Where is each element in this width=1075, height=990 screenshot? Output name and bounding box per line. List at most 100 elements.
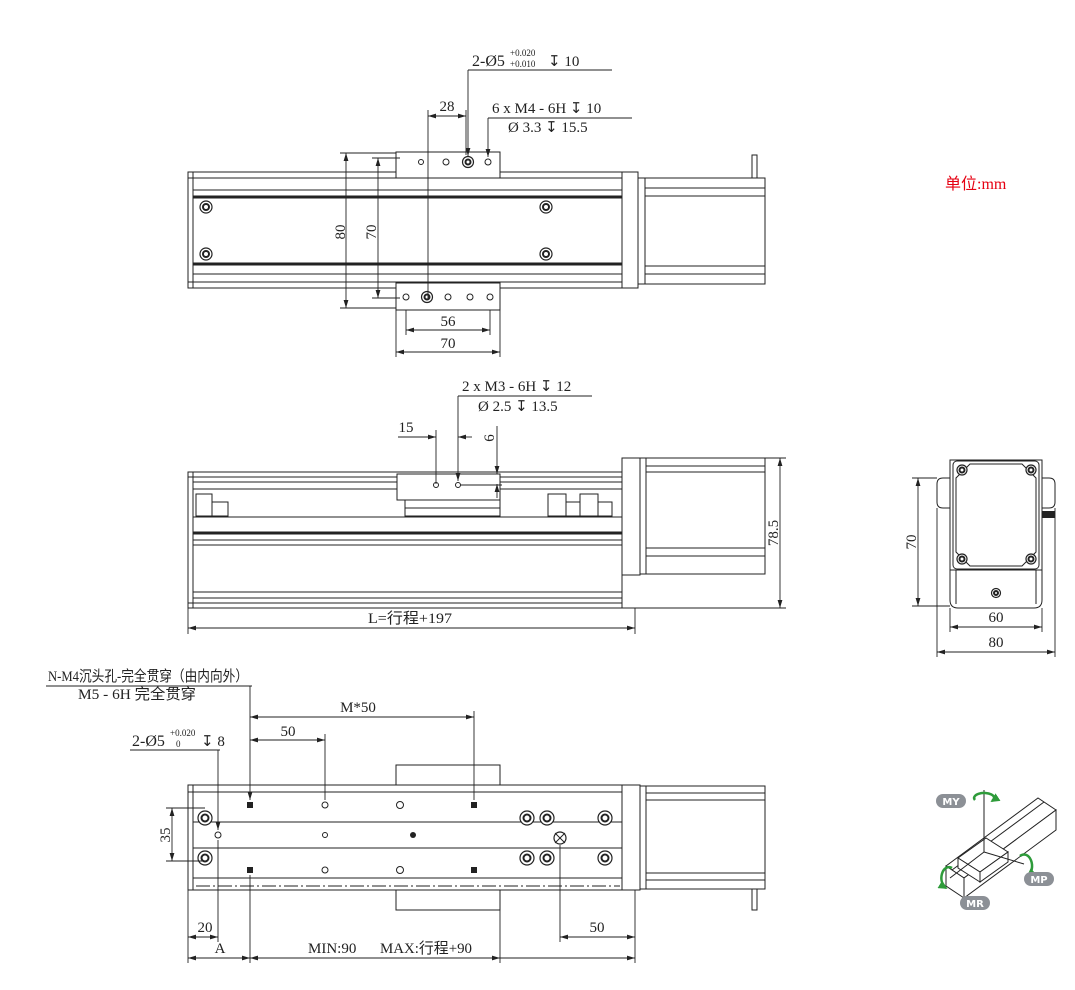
counterbore-spec-line1: N-M4沉头孔-完全贯穿（由内向外） [48,667,248,685]
bottom-view-counterbore-callout: N-M4沉头孔-完全贯穿（由内向外） M5 - 6H 完全贯穿 [46,667,253,800]
top-view-motor [621,154,766,289]
dim-end-height: 70 [904,535,920,550]
base-hole [990,587,1002,599]
dim-min-travel: MIN:90 [308,941,356,957]
thread-hole [471,802,477,808]
moment-pitch-label: MP [1030,875,1047,886]
badge-bg [936,794,966,808]
thread-hole [322,832,328,838]
top-view-body [187,171,623,289]
unit-label: 单位:mm [945,175,1007,193]
top-view-pin-callout: 2-Ø5 +0.020 +0.010 ↧ 10 [465,48,612,156]
counterbore-hole [519,810,535,826]
moment-yaw-label: MY [942,797,960,808]
top-view: 80 70 28 56 70 2-Ø5 +0.020 +0.010 ↧ 10 [187,48,766,357]
dim-hole-row-spacing: 35 [158,828,174,843]
dim-hole-offset: 28 [440,99,455,115]
mounting-hole [199,200,213,214]
top-view-mounting-holes [199,200,553,261]
top-view-carriage-plate-upper [395,151,501,179]
dim-max-travel: MAX:行程+90 [380,940,472,957]
motor-screw-hole [1025,464,1037,476]
dim-first-hole-offset: A [215,941,226,957]
counterbore-hole [197,850,213,866]
bottom-view-pin-callout: 2-Ø5 +0.020 0 ↧ 8 [130,728,225,830]
top-view-dimensions: 80 70 28 56 70 [333,99,501,357]
thread-hole [247,867,253,873]
cable-tab [751,888,758,911]
bottom-view-holes [197,801,613,874]
cable-tab [751,154,758,179]
pin-tol-upper: +0.020 [510,48,536,58]
end-view-profile [936,459,1056,609]
dim-pin-offset: 20 [198,920,213,936]
side-view: 2 x M3 - 6H ↧ 12 Ø 2.5 ↧ 13.5 15 6 78.5 … [187,379,786,634]
dim-overall-height: 78.5 [766,520,782,546]
dim-hole-spacing: 56 [441,314,457,330]
dim-hole-height: 6 [482,434,498,442]
counterbore-hole [539,850,555,866]
pin-spec: 2-Ø5 [472,53,505,70]
thread-hole [321,801,329,809]
thread-hole [396,866,404,874]
counterbore-spec-line2: M5 - 6H 完全贯穿 [78,685,196,703]
thread-spec-line1: 6 x M4 - 6H ↧ 10 [492,101,601,117]
motor-screw-hole [1025,553,1037,565]
pin-tol-lower: 0 [176,739,181,749]
moment-badge-yaw: MY [936,794,966,808]
thread-hole [455,482,461,488]
thread-spec-line1: 2 x M3 - 6H ↧ 12 [462,379,571,395]
dim-hole-offset: 15 [399,420,414,436]
cable-stub [1042,511,1055,518]
mounting-hole [539,200,553,214]
side-view-motor [621,457,766,576]
dim-base-width: 60 [989,610,1004,626]
pin-tol-lower: +0.010 [510,59,536,69]
moment-badge-roll: MR [960,896,990,910]
motor-screw-hole [956,464,968,476]
end-view-dimensions: 70 60 80 [904,477,1056,657]
moment-roll-label: MR [966,899,984,910]
moment-badge-pitch: MP [1024,872,1054,886]
badge-bg [1024,872,1054,886]
pin-hole [461,155,475,169]
counterbore-hole [597,810,613,826]
top-view-thread-callout: 6 x M4 - 6H ↧ 10 Ø 3.3 ↧ 15.5 [485,101,632,157]
thread-hole [247,802,253,808]
thread-hole [410,832,416,838]
dim-plate-length: 70 [441,336,456,352]
pin-depth: ↧ 8 [201,734,225,750]
pin-tol-upper: +0.020 [170,728,196,738]
dim-hole-pitch-total: M*50 [340,700,376,716]
bottom-view-motor [621,784,766,911]
pin-spec: 2-Ø5 [132,733,165,750]
counterbore-hole [197,810,213,826]
top-view-carriage-plate-lower [395,282,501,311]
moment-diagram: MY MP MR [936,790,1057,910]
motor-screw-hole [956,553,968,565]
side-view-carriage [396,473,501,517]
counterbore-hole [519,850,535,866]
moment-yaw-arrow [972,791,1001,803]
thread-hole [321,866,329,874]
dim-overall-length: L=行程+197 [368,610,453,627]
pin-hole [420,290,434,304]
thread-hole [471,867,477,873]
moment-axes [949,790,1025,879]
badge-bg [960,896,990,910]
dim-rail-width: 70 [364,225,380,240]
mounting-hole [539,247,553,261]
pin-depth: ↧ 10 [548,54,579,70]
bottom-view-dimensions: M*50 50 35 20 A MIN:90 MAX:行程+90 50 [158,700,636,963]
counterbore-hole [539,810,555,826]
dim-overall-width: 80 [333,225,349,240]
side-view-dimensions: 15 6 78.5 L=行程+197 [187,420,786,634]
dim-hole-pitch: 50 [281,724,296,740]
mounting-hole [199,247,213,261]
thread-spec-line2: Ø 3.3 ↧ 15.5 [508,120,588,136]
moment-carriage [957,837,1009,883]
bottom-view: N-M4沉头孔-完全贯穿（由内向外） M5 - 6H 完全贯穿 2-Ø5 +0.… [46,667,766,963]
thread-spec-line2: Ø 2.5 ↧ 13.5 [478,399,558,415]
thread-hole [396,801,404,809]
